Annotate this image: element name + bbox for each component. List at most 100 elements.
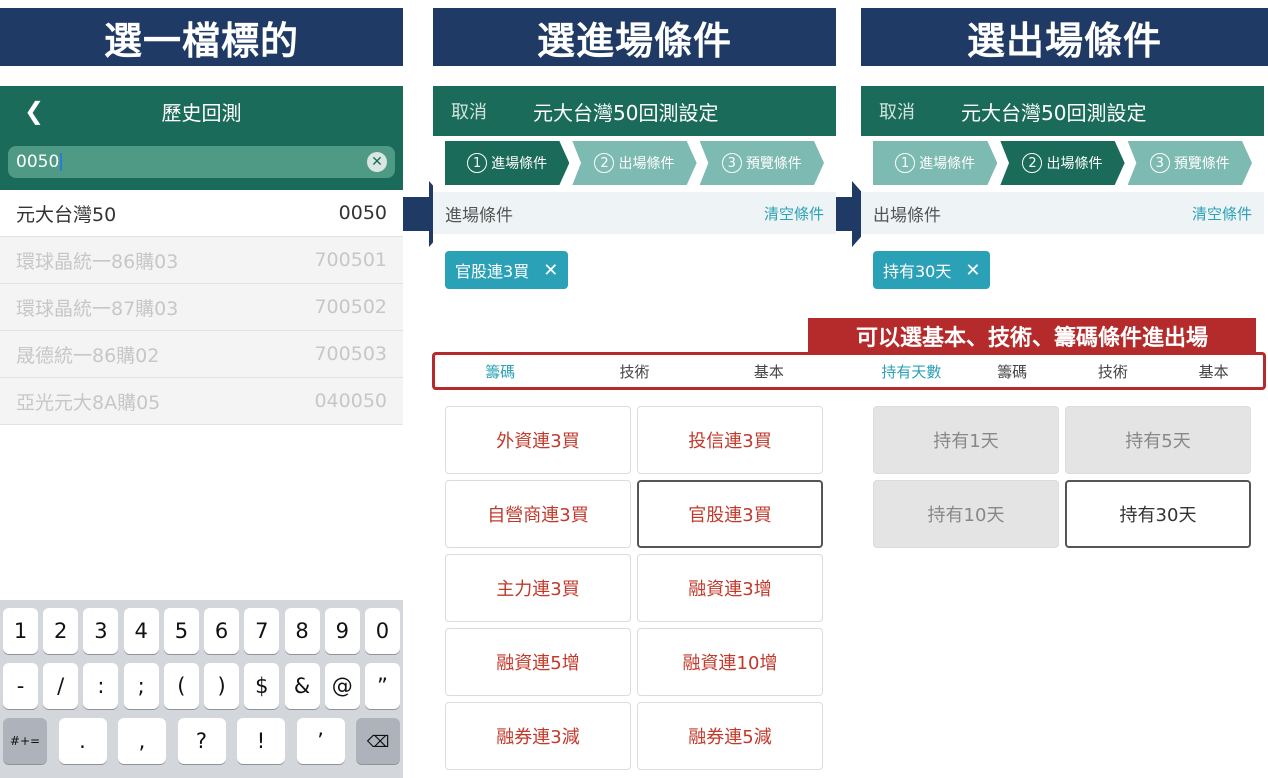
arrow-right-icon bbox=[403, 181, 458, 247]
selected-condition-chip[interactable]: 官股連3買✕ bbox=[445, 251, 569, 289]
clear-conditions-button[interactable]: 清空條件 bbox=[763, 204, 824, 223]
key[interactable]: 6 bbox=[204, 608, 240, 654]
key[interactable]: ? bbox=[177, 718, 226, 764]
key[interactable]: 3 bbox=[83, 608, 119, 654]
condition-option-selected[interactable]: 持有30天 bbox=[1065, 480, 1251, 548]
tab-technical[interactable]: 技術 bbox=[619, 363, 650, 381]
key[interactable]: @ bbox=[324, 663, 360, 709]
key[interactable]: ’ bbox=[296, 718, 345, 764]
section-header: 進場條件 清空條件 bbox=[433, 192, 836, 234]
result-code: 040050 bbox=[314, 390, 387, 412]
key[interactable]: ” bbox=[364, 663, 400, 709]
key[interactable]: 2 bbox=[43, 608, 79, 654]
chip-label: 持有30天 bbox=[883, 262, 952, 281]
condition-option[interactable]: 融券連5減 bbox=[637, 702, 823, 770]
tab-chips[interactable]: 籌碼 bbox=[997, 363, 1028, 381]
result-name: 環球晶統一87購03 bbox=[16, 297, 179, 320]
key[interactable]: 4 bbox=[123, 608, 159, 654]
condition-option[interactable]: 持有1天 bbox=[873, 406, 1059, 474]
condition-option[interactable]: 融資連10增 bbox=[637, 628, 823, 696]
key[interactable]: 7 bbox=[244, 608, 280, 654]
step-label: 預覽條件 bbox=[1173, 156, 1230, 172]
step-label: 預覽條件 bbox=[745, 156, 802, 172]
backspace-icon[interactable]: ⌫ bbox=[356, 718, 400, 764]
key[interactable]: - bbox=[3, 663, 38, 709]
condition-option[interactable]: 融資連5增 bbox=[445, 628, 631, 696]
condition-option[interactable]: 投信連3買 bbox=[637, 406, 823, 474]
result-row[interactable]: 環球晶統一87購03 700502 bbox=[0, 284, 403, 331]
step-number: 1 bbox=[895, 153, 916, 173]
search-bar: 0050 ✕ bbox=[0, 136, 403, 190]
result-code: 700503 bbox=[314, 343, 387, 365]
key[interactable]: 0 bbox=[364, 608, 400, 654]
key[interactable]: ) bbox=[204, 663, 240, 709]
key[interactable]: & bbox=[284, 663, 320, 709]
condition-option[interactable]: 融資連3增 bbox=[637, 554, 823, 622]
section-title: 進場條件 bbox=[445, 205, 513, 226]
condition-option-selected[interactable]: 官股連3買 bbox=[637, 480, 823, 548]
key[interactable]: 9 bbox=[324, 608, 360, 654]
key[interactable]: ( bbox=[163, 663, 199, 709]
cancel-button[interactable]: 取消 bbox=[879, 102, 915, 123]
cancel-button[interactable]: 取消 bbox=[451, 102, 487, 123]
condition-options: 外資連3買 投信連3買 自營商連3買 官股連3買 主力連3買 融資連3增 融資連… bbox=[445, 406, 823, 770]
search-input[interactable]: 0050 ✕ bbox=[8, 146, 395, 178]
tab-technical[interactable]: 技術 bbox=[1097, 363, 1128, 381]
result-row[interactable]: 亞光元大8A購05 040050 bbox=[0, 378, 403, 425]
condition-option[interactable]: 主力連3買 bbox=[445, 554, 631, 622]
key[interactable]: . bbox=[58, 718, 107, 764]
close-icon[interactable]: ✕ bbox=[543, 259, 559, 281]
banner-select-stock: 選一檔標的 bbox=[0, 8, 403, 66]
tab-holding-days[interactable]: 持有天數 bbox=[881, 363, 942, 381]
condition-tabs: 持有天數 籌碼 技術 基本 bbox=[861, 354, 1264, 390]
key[interactable]: ; bbox=[123, 663, 159, 709]
key[interactable]: $ bbox=[244, 663, 280, 709]
page-title: 元大台灣50回測設定 bbox=[533, 100, 719, 125]
condition-option[interactable]: 持有10天 bbox=[873, 480, 1059, 548]
keyboard-row-punct: #+= . , ? ! ’ ⌫ bbox=[3, 718, 400, 764]
key[interactable]: 8 bbox=[284, 608, 320, 654]
selected-condition-chip[interactable]: 持有30天 ✕ bbox=[873, 251, 991, 289]
result-code: 700502 bbox=[314, 296, 387, 318]
text-caret bbox=[60, 153, 63, 171]
key[interactable]: 5 bbox=[163, 608, 199, 654]
key[interactable]: ! bbox=[237, 718, 285, 764]
key[interactable]: 1 bbox=[3, 608, 38, 654]
condition-option[interactable]: 持有5天 bbox=[1065, 406, 1251, 474]
step-number: 3 bbox=[1149, 153, 1170, 173]
condition-option[interactable]: 外資連3買 bbox=[445, 406, 631, 474]
key[interactable]: / bbox=[43, 663, 79, 709]
tab-fundamental[interactable]: 基本 bbox=[1198, 363, 1229, 381]
tabs-highlight-box bbox=[432, 352, 1266, 390]
app-bar: ❮ 歷史回測 bbox=[0, 86, 403, 136]
close-icon[interactable]: ✕ bbox=[965, 259, 981, 281]
chevron-left-icon[interactable]: ❮ bbox=[24, 97, 45, 125]
more-symbols-key[interactable]: #+= bbox=[3, 718, 47, 764]
tab-fundamental[interactable]: 基本 bbox=[753, 363, 784, 381]
tab-chips[interactable]: 籌碼 bbox=[485, 363, 516, 381]
key[interactable]: : bbox=[83, 663, 119, 709]
search-value: 0050 bbox=[16, 152, 60, 172]
step-label: 進場條件 bbox=[491, 156, 548, 172]
key[interactable]: , bbox=[118, 718, 166, 764]
condition-option[interactable]: 融券連3減 bbox=[445, 702, 631, 770]
clear-icon[interactable]: ✕ bbox=[367, 152, 387, 172]
step-number: 3 bbox=[721, 153, 742, 173]
result-name: 亞光元大8A購05 bbox=[16, 391, 161, 414]
step-number: 2 bbox=[594, 153, 615, 173]
condition-option[interactable]: 自營商連3買 bbox=[445, 480, 631, 548]
clear-conditions-button[interactable]: 清空條件 bbox=[1191, 204, 1252, 223]
